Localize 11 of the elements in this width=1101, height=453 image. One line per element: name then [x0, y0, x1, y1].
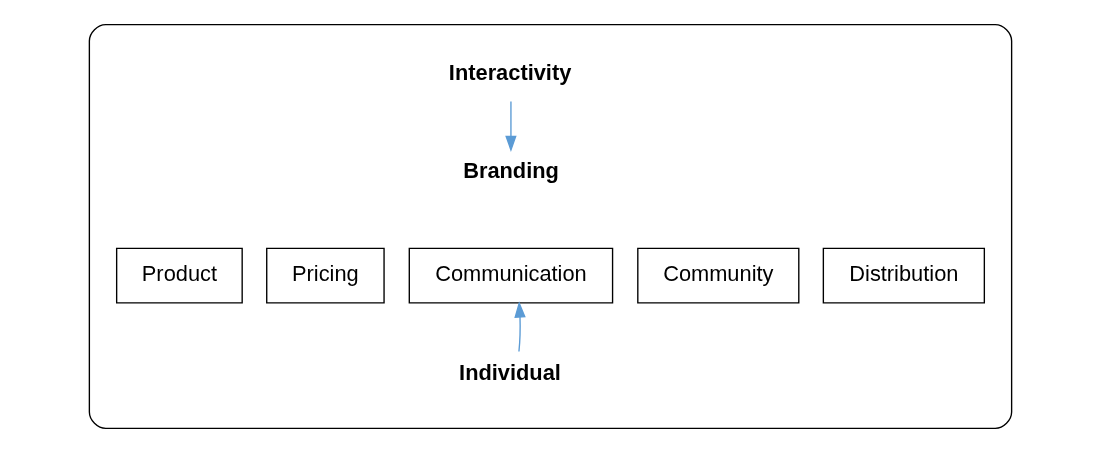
node-box: Product: [115, 247, 243, 304]
cluster: [88, 23, 1013, 430]
node-box: Communication: [408, 247, 614, 304]
node-box: Pricing: [266, 247, 385, 304]
node-box: Distribution: [822, 247, 985, 304]
node-box: Community: [637, 247, 800, 304]
arrow: [505, 100, 517, 152]
node-text: Interactivity: [448, 60, 572, 86]
arrow: [514, 301, 526, 353]
node-text: Branding: [463, 158, 559, 184]
node-text: Individual: [459, 360, 561, 386]
